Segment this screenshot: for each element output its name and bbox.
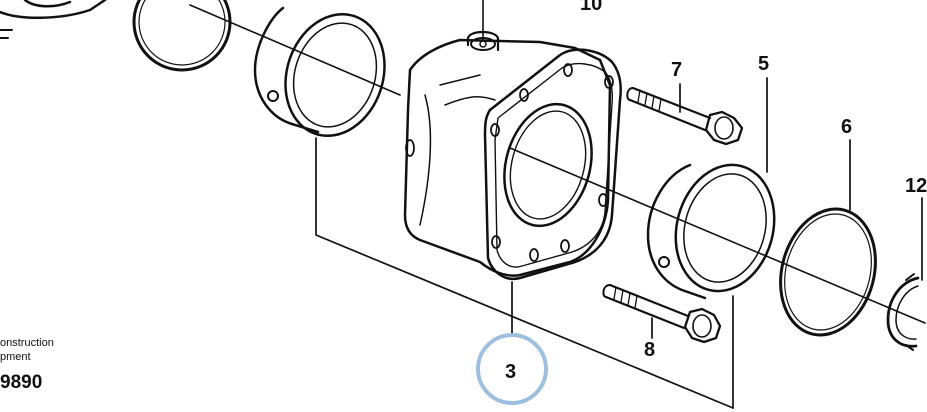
o-ring-right (779, 207, 877, 337)
caption-line-2: pment (0, 351, 31, 363)
callout-7: 7 (671, 59, 682, 81)
bushing-left (253, 6, 386, 138)
callout-5: 5 (758, 53, 769, 75)
bolt-8 (602, 283, 722, 344)
callout-12: 12 (905, 175, 927, 197)
callout-10: 10 (580, 0, 602, 15)
leader-lines (315, 77, 923, 409)
caption-line-1: onstruction (0, 337, 54, 349)
o-ring-top-left (132, 0, 232, 72)
bushing-right (646, 163, 776, 300)
retaining-ring (886, 273, 920, 351)
callout-8: 8 (644, 339, 655, 361)
callout-3: 3 (505, 361, 516, 383)
assembly-axis-line (189, 4, 926, 324)
o-ring-right-inner (784, 213, 872, 331)
caption-number: 9890 (0, 372, 42, 393)
callout-3-highlight-ring (476, 333, 548, 405)
partial-part-top-left (0, 0, 107, 39)
callout-6: 6 (841, 116, 852, 138)
pump-housing (403, 0, 622, 281)
bolt-7 (626, 86, 744, 146)
o-ring-top-left-inner (138, 0, 226, 66)
